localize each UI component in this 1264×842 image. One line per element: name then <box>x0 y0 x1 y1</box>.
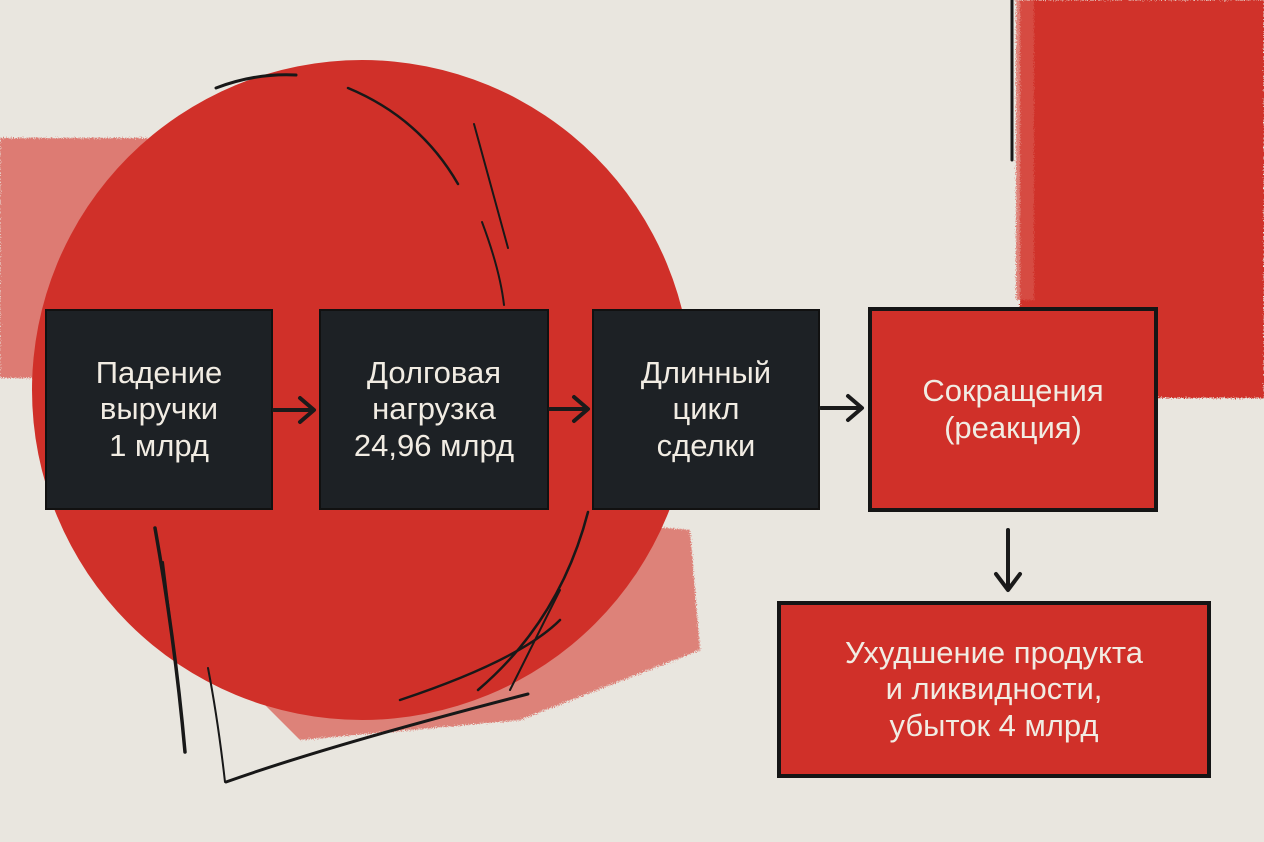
node-long-deal-cycle: Длинный цикл сделки <box>592 309 820 510</box>
node-revenue-drop-label: Падение выручки 1 млрд <box>95 354 223 463</box>
node-product-liquidity-decline: Ухудшение продукта и ликвидности, убыток… <box>777 601 1211 778</box>
node-long-deal-cycle-label: Длинный цикл сделки <box>640 354 772 463</box>
ink-sketch-lines <box>153 0 1014 784</box>
node-product-liquidity-decline-label: Ухудшение продукта и ликвидности, убыток… <box>845 634 1143 743</box>
node-debt-load-label: Долговая нагрузка 24,96 млрд <box>353 354 515 463</box>
node-revenue-drop: Падение выручки 1 млрд <box>45 309 273 510</box>
node-cuts-reaction: Сокращения (реакция) <box>868 307 1158 512</box>
node-cuts-reaction-label: Сокращения (реакция) <box>922 372 1104 445</box>
node-debt-load: Долговая нагрузка 24,96 млрд <box>319 309 549 510</box>
